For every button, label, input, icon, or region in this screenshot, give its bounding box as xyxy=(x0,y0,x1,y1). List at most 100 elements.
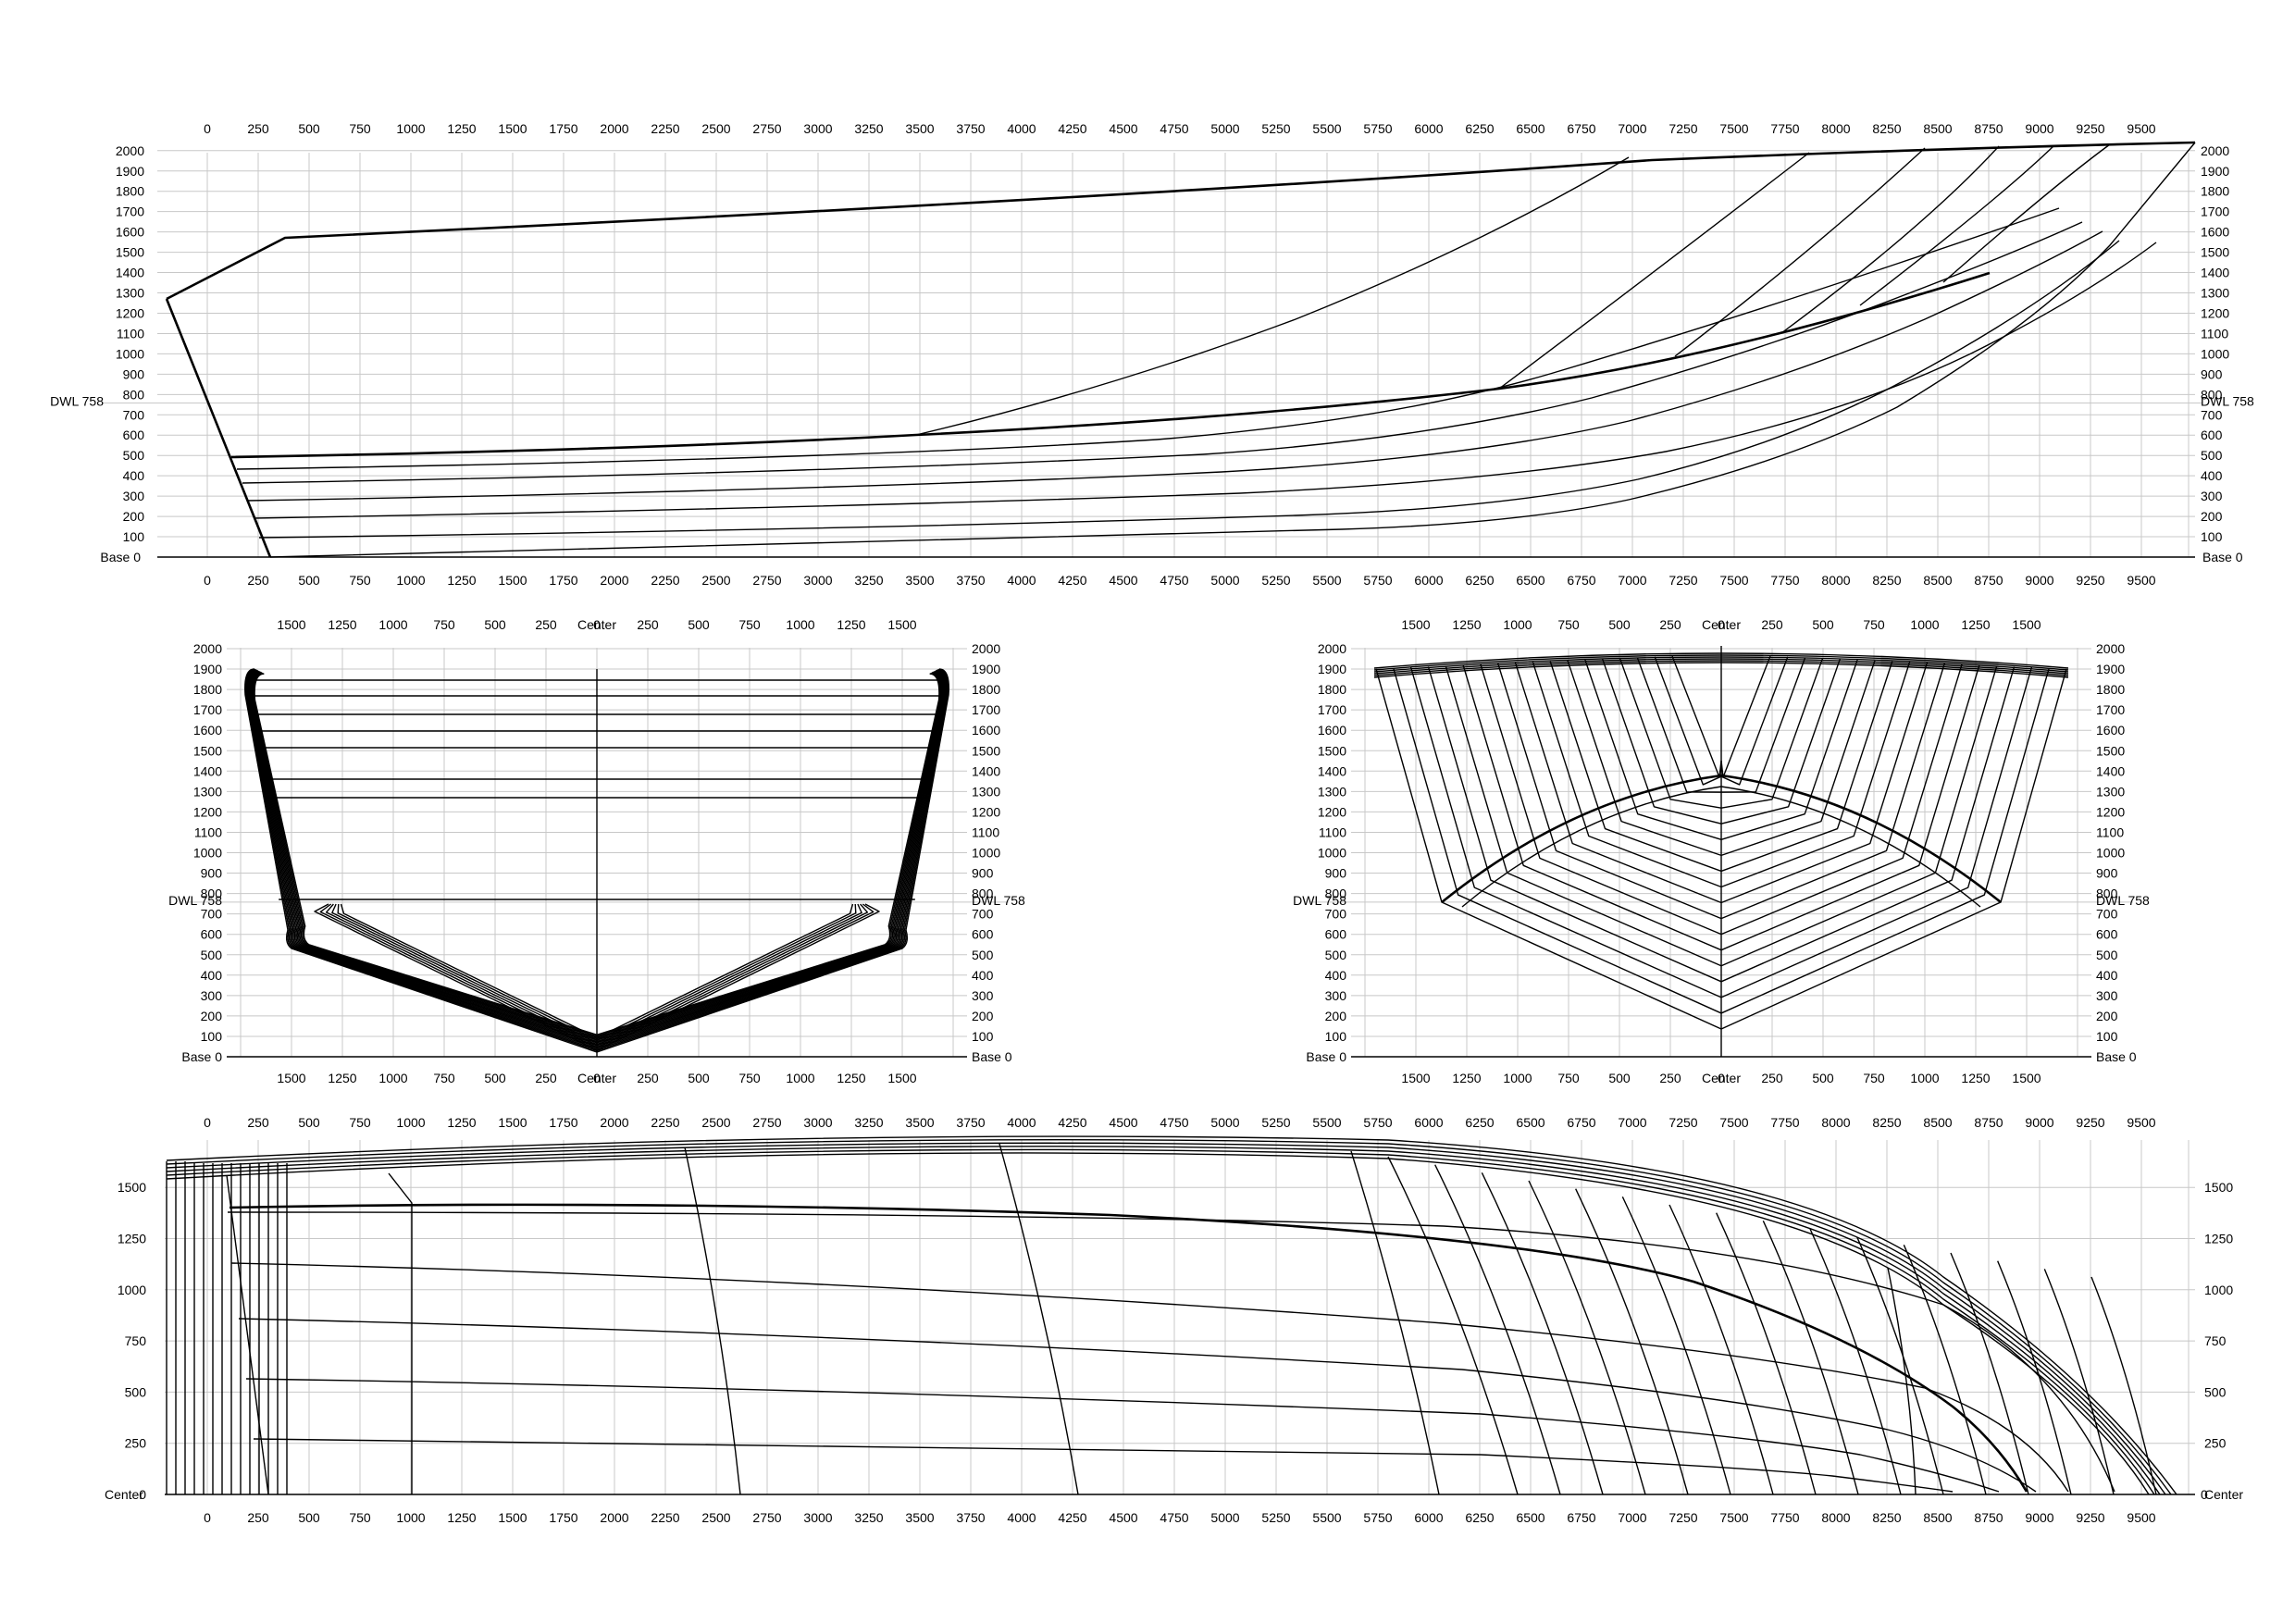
x-tick-label: 8500 xyxy=(1923,1115,1952,1130)
x-tick-label: 1500 xyxy=(498,1510,527,1525)
x-tick-label: 6250 xyxy=(1465,121,1494,136)
section-line xyxy=(596,671,944,1043)
section-line xyxy=(1720,663,1945,920)
section-line xyxy=(596,669,949,1050)
y-tick-label: 1500 xyxy=(118,1180,146,1195)
sheer-line xyxy=(166,1146,2161,1495)
breadth-label: 500 xyxy=(1608,617,1631,632)
sheer-line xyxy=(166,1138,2172,1495)
diagonal-4 xyxy=(1780,145,2000,334)
stem-line xyxy=(165,298,272,558)
station-line xyxy=(1950,1252,2029,1495)
y-tick-label: 750 xyxy=(2204,1333,2227,1348)
section-line xyxy=(252,672,598,1038)
breadth-label: 1500 xyxy=(277,617,305,632)
section-line xyxy=(1427,666,1722,983)
y-tick-label: 800 xyxy=(2096,886,2118,901)
section-line xyxy=(246,669,598,1049)
x-tick-label: 1500 xyxy=(498,1115,527,1130)
y-tick-label: 1900 xyxy=(1318,662,1346,676)
section-line xyxy=(1720,661,1893,873)
x-tick-label: 7500 xyxy=(1719,1510,1748,1525)
breadth-label: 250 xyxy=(637,1071,659,1085)
x-tick-label: 1250 xyxy=(447,121,476,136)
section-line xyxy=(1720,655,1771,778)
center-label: Center xyxy=(577,617,616,632)
station-line xyxy=(388,1172,413,1494)
sheer-line xyxy=(166,141,2196,301)
y-tick-label: 100 xyxy=(123,529,145,544)
y-tick-label: 1800 xyxy=(193,682,222,697)
y-tick-label: 800 xyxy=(1325,886,1347,901)
y-tick-label: 1600 xyxy=(116,225,144,240)
y-tick-label: 2000 xyxy=(116,143,144,158)
diagonal-3 xyxy=(1674,147,1926,357)
x-tick-label: 6000 xyxy=(1414,121,1443,136)
buttock-line-2 xyxy=(242,221,2083,484)
y-tick-label: 1900 xyxy=(116,164,144,179)
y-tick-label: 600 xyxy=(2201,428,2223,442)
y-tick-label: 600 xyxy=(1325,927,1347,942)
x-tick-label: 5000 xyxy=(1210,121,1239,136)
breadth-label: 750 xyxy=(433,1071,455,1085)
dwl-label: DWL 758 xyxy=(50,394,104,409)
x-tick-label: 5250 xyxy=(1261,1115,1290,1130)
y-tick-label: 900 xyxy=(1325,866,1347,881)
x-tick-label: 8000 xyxy=(1821,121,1850,136)
y-tick-label: 700 xyxy=(201,907,223,922)
station-line xyxy=(1350,1150,1440,1495)
x-tick-label: 3500 xyxy=(905,573,934,588)
section-line xyxy=(1462,664,1722,951)
y-tick-label: 300 xyxy=(123,489,145,503)
x-tick-label: 2250 xyxy=(651,121,679,136)
y-tick-label: 1000 xyxy=(972,846,1000,861)
y-tick-label: 1500 xyxy=(2096,743,2125,758)
waterline-5 xyxy=(253,1438,1954,1493)
breadth-label: 750 xyxy=(1863,617,1885,632)
y-tick-label: 1900 xyxy=(193,662,222,676)
dwl-label: DWL 758 xyxy=(2096,893,2150,908)
breadth-label: 1000 xyxy=(378,617,407,632)
x-tick-label: 1000 xyxy=(396,573,425,588)
section-line xyxy=(1720,659,1841,824)
y-tick-label: 1400 xyxy=(972,763,1000,778)
x-tick-label: 0 xyxy=(204,121,211,136)
y-tick-label: 200 xyxy=(1325,1009,1347,1023)
section-line xyxy=(596,671,943,1041)
x-tick-label: 2500 xyxy=(701,1510,730,1525)
section-line xyxy=(1393,667,1722,1014)
breadth-label: 1250 xyxy=(1452,1071,1481,1085)
y-tick-label: 300 xyxy=(972,988,994,1003)
profile-axis-labels: 0025025050050075075010001000125012501500… xyxy=(50,121,2254,588)
x-tick-label: 1250 xyxy=(447,573,476,588)
y-tick-label: 1500 xyxy=(2204,1180,2233,1195)
section-line xyxy=(596,903,857,1041)
x-tick-label: 8750 xyxy=(1974,1115,2003,1130)
section-line xyxy=(1480,663,1722,936)
y-tick-label: 1800 xyxy=(116,184,144,199)
y-tick-label: 700 xyxy=(972,907,994,922)
x-tick-label: 1250 xyxy=(447,1115,476,1130)
x-tick-label: 1750 xyxy=(549,121,577,136)
station-line xyxy=(1575,1188,1689,1495)
section-line xyxy=(596,673,941,1037)
y-tick-label: 1900 xyxy=(2096,662,2125,676)
breadth-label: 1000 xyxy=(1910,1071,1939,1085)
x-tick-label: 9500 xyxy=(2127,573,2155,588)
y-tick-label: 1300 xyxy=(2201,286,2229,301)
sheer-line xyxy=(166,1148,2155,1495)
x-tick-label: 7250 xyxy=(1669,121,1697,136)
x-tick-label: 3750 xyxy=(956,1510,985,1525)
section-line xyxy=(596,903,869,1047)
y-tick-label: 1000 xyxy=(1318,846,1346,861)
y-tick-label: 1700 xyxy=(1318,702,1346,717)
station-line xyxy=(1528,1180,1646,1495)
x-tick-label: 7500 xyxy=(1719,121,1748,136)
y-tick-label: 1200 xyxy=(193,804,222,819)
x-tick-label: 4000 xyxy=(1007,1115,1036,1130)
sheer-line xyxy=(166,1135,2177,1495)
y-tick-label: 1100 xyxy=(2096,824,2124,839)
section-line xyxy=(1636,657,1722,793)
x-tick-label: 4750 xyxy=(1160,573,1188,588)
y-tick-label: 1600 xyxy=(2201,225,2229,240)
